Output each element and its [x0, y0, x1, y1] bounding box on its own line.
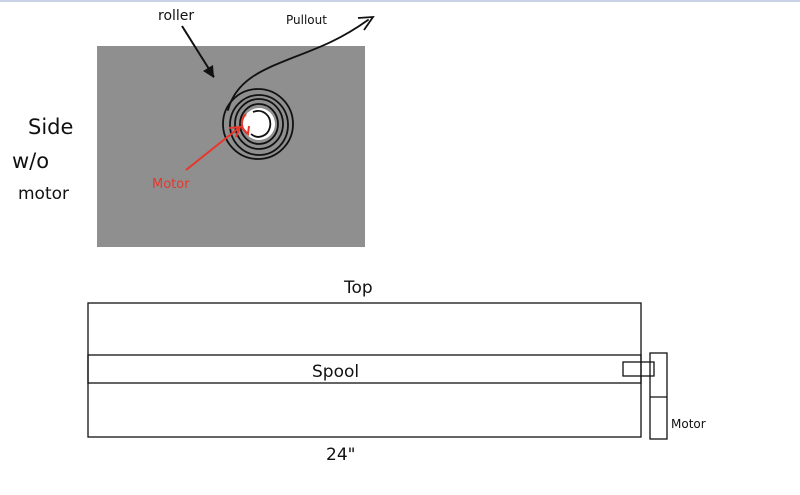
side-label-line3: motor [18, 184, 69, 204]
top-view: Top Spool Motor 24" [87, 278, 706, 465]
hub-rotation-mark [250, 110, 272, 138]
motor-label-side: Motor [152, 177, 190, 192]
spool-bar [87, 354, 642, 384]
top-view-title: Top [343, 278, 373, 298]
pullout-line [227, 19, 369, 111]
side-view: roller Pullout Motor Side w/o motor [12, 8, 375, 247]
motor-pointer-line [185, 126, 241, 171]
motor-body [649, 352, 668, 440]
motor-label-top: Motor [671, 417, 706, 431]
pullout-arrowhead [357, 15, 375, 31]
roller-coil [222, 19, 369, 160]
side-label-line1: Side [28, 115, 73, 139]
spool-label: Spool [312, 362, 359, 382]
top-frame [87, 302, 642, 438]
pullout-label: Pullout [286, 13, 327, 27]
motor-pointer-head [228, 125, 242, 138]
motor-rotation-arrowhead [241, 125, 250, 137]
width-dimension-label: 24" [326, 445, 355, 465]
motor-shaft [622, 361, 655, 377]
side-label-line2: w/o [12, 149, 49, 173]
roller-pointer-head [203, 65, 214, 78]
roller-label: roller [158, 8, 194, 24]
window-top-border [0, 0, 800, 2]
